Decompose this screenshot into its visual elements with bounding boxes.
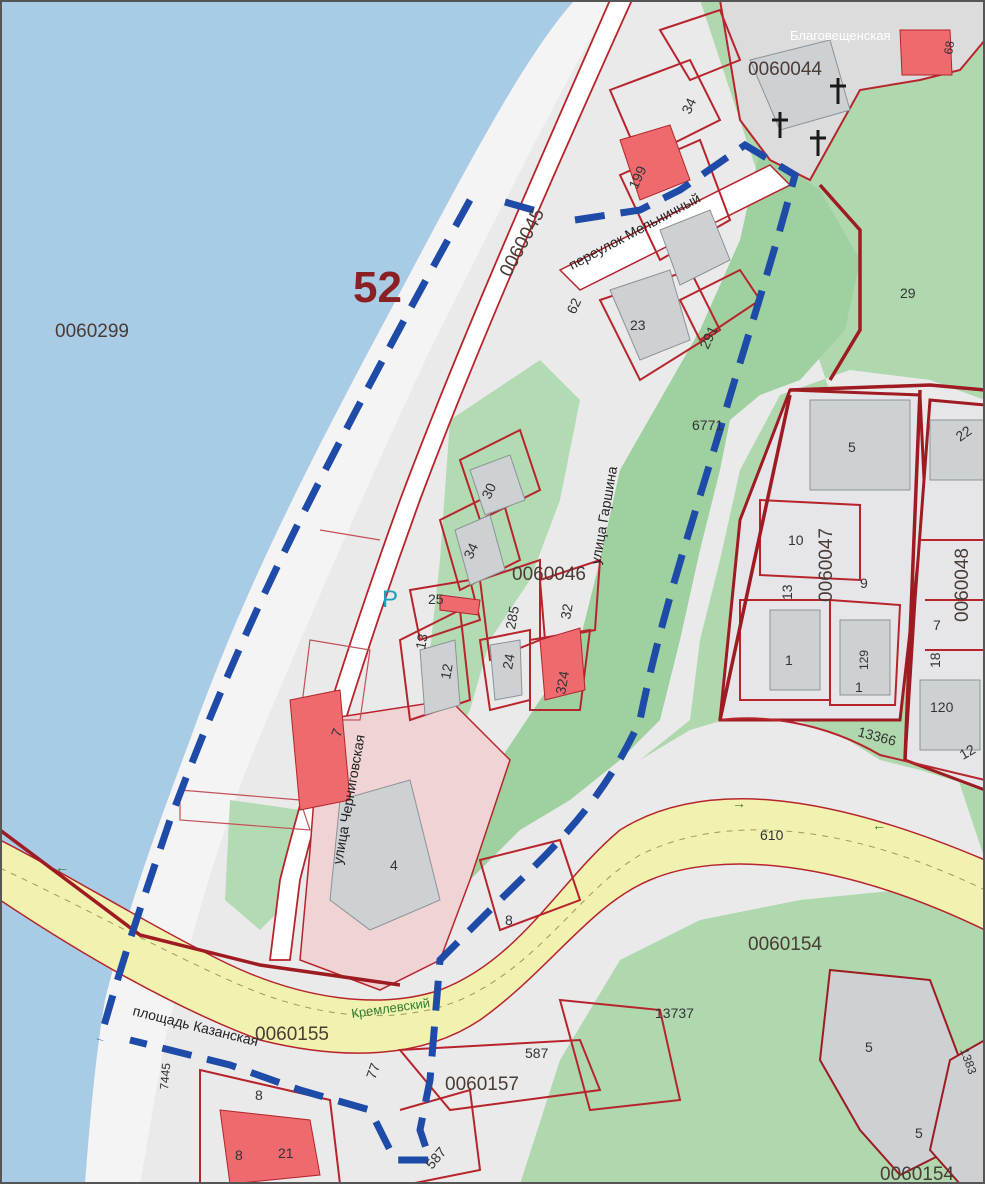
plot-number: 6771 [692,417,723,433]
block-label-0060155: 0060155 [255,1024,329,1045]
plot-number: 120 [930,699,954,715]
parking-icon: P [382,586,398,613]
boundary-dashed-line-north [129,140,800,1164]
plot-number: 77 [363,1061,383,1081]
plot-number: 12 [957,741,979,763]
plot-number: 18 [927,652,943,668]
church-cross-icon [772,78,846,156]
svg-text:→: → [732,795,746,811]
plot-number: 9 [860,575,868,591]
plot-number: 30 [478,480,499,501]
plot-number: 8 [255,1087,263,1103]
plot-number: 25 [428,591,444,607]
plot-number: 29 [900,285,916,301]
embankment [85,0,612,1184]
plot-5-south [818,968,962,1177]
plot-number: 5 [865,1039,873,1055]
green-slope [450,150,860,900]
plot-number: 1 [785,652,793,668]
plot-number: 4 [390,857,398,873]
plot-1383 [928,1038,985,1184]
chernigovskaya-street-road [268,0,633,961]
block-label-0060157: 0060157 [445,1074,519,1095]
block-label-0060047: 0060047 [816,528,837,602]
plot-number: 12 [437,662,455,680]
block-label-0060299: 0060299 [55,321,129,342]
plot-number: 285 [502,605,522,631]
plot-number: 32 [557,602,575,620]
plot-number: 8 [505,912,513,928]
block-label-0060048: 0060048 [952,548,973,622]
svg-text:←: ← [872,817,886,833]
plot-number: 7445 [157,1062,173,1090]
block-label-0060154-south: 0060154 [880,1164,954,1184]
boundary-dashed-line [96,198,474,1041]
plot-number: 324 [552,670,572,696]
zone-number: 52 [353,263,402,312]
plot-number: 23 [630,317,646,333]
block-label-0060046: 0060046 [512,564,586,585]
plot-number: 34 [678,95,699,116]
plot-number: 24 [499,652,517,670]
traffic-arrow-icon: → ← ← [55,795,886,875]
svg-text:←: ← [55,859,69,875]
plot-number: 610 [760,827,784,843]
plot-number: 1 [855,679,863,695]
plot-number: 129 [857,650,871,670]
plot-number: 5 [848,439,856,455]
plot-number: 68 [941,40,957,56]
block-label-0060044: 0060044 [748,59,822,80]
plot-number: 13737 [655,1005,694,1021]
plot-number: 5 [915,1125,923,1141]
river-water [0,0,575,1184]
plot-number: 34 [460,540,481,561]
block-label-0060154: 0060154 [748,934,822,955]
plot-number: 10 [788,532,804,548]
plot-number: 21 [278,1145,294,1161]
plot-number: 62 [563,295,584,316]
plot-number: 13 [412,632,430,650]
plot-number: 587 [525,1045,549,1061]
buildings [219,29,985,1184]
plot-number: 13 [779,584,795,600]
street-label-blagoveshchenskaya: Благовещенская [790,28,891,43]
plot-number: 7 [933,617,941,633]
plot-number: 8 [235,1147,243,1163]
